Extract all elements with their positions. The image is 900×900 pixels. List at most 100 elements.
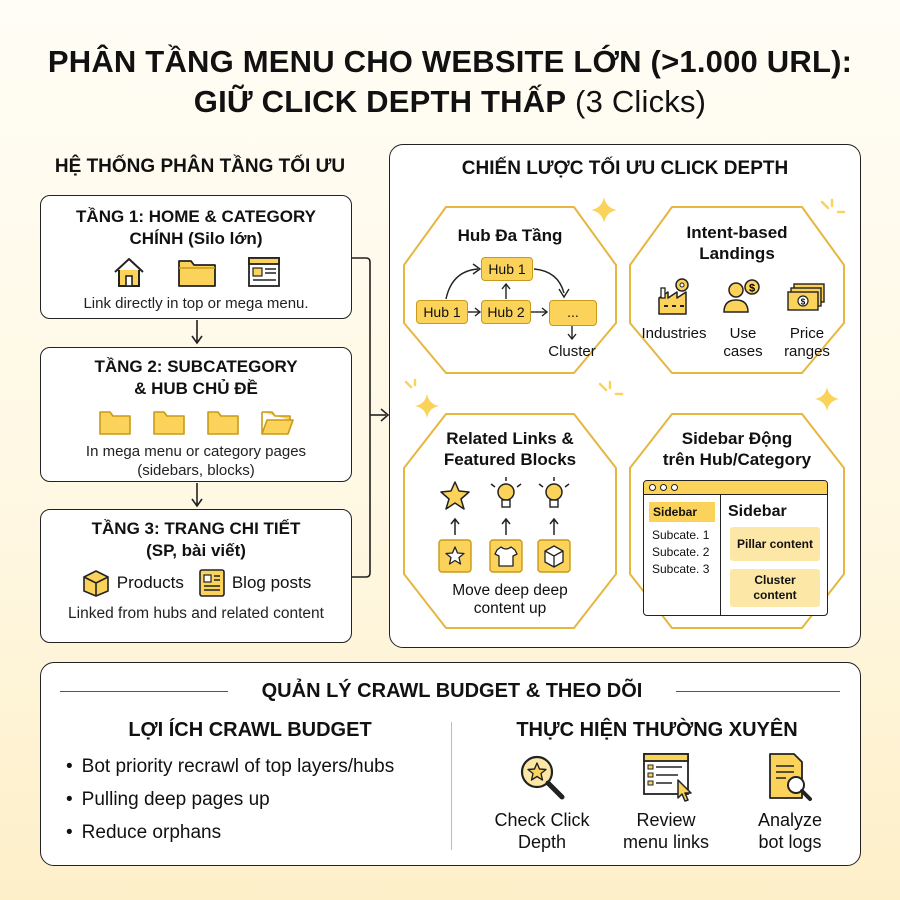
star-tile-icon bbox=[438, 539, 472, 573]
subcategory-item: Subcate. 1 bbox=[652, 528, 710, 542]
money-stack-icon: $ bbox=[787, 283, 825, 311]
sparkle-lines-icon bbox=[820, 198, 846, 214]
title-line-1: PHÂN TẦNG MENU CHO WEBSITE LỚN (>1.000 U… bbox=[47, 44, 853, 79]
sparkle-lines-icon bbox=[598, 380, 624, 396]
folder-icon bbox=[207, 411, 239, 435]
price-ranges-label: Price ranges bbox=[772, 325, 842, 361]
blog-posts-label: Blog posts bbox=[231, 573, 312, 592]
folder-icon bbox=[99, 411, 131, 435]
folder-icon bbox=[153, 411, 185, 435]
up-arrows bbox=[450, 517, 559, 535]
sparkle-icon bbox=[591, 197, 617, 223]
industries-label: Industries bbox=[641, 325, 707, 342]
sidebar-column: Sidebar Subcate. 1 Subcate. 2 Subcate. 3 bbox=[644, 495, 721, 615]
factory-gear-icon bbox=[658, 278, 689, 315]
price-ranges-line2: ranges bbox=[784, 343, 830, 360]
sidebar-title: Sidebar Động trên Hub/Category bbox=[628, 428, 846, 470]
use-cases-line1: Use bbox=[729, 325, 757, 342]
use-cases-line2: cases bbox=[723, 343, 763, 360]
tier-3-title-line2: (SP, bài viết) bbox=[146, 541, 246, 560]
sidebar-title-line2: trên Hub/Category bbox=[662, 450, 812, 469]
browser-window-mock: Sidebar Subcate. 1 Subcate. 2 Subcate. 3… bbox=[643, 480, 828, 616]
subcategory-item: Subcate. 2 bbox=[652, 545, 710, 559]
cluster-content-block: Cluster content bbox=[730, 569, 820, 607]
log-search-icon bbox=[769, 753, 812, 801]
cluster-label: Cluster bbox=[548, 343, 596, 360]
page-layout-icon bbox=[248, 257, 280, 287]
benefit-item: Bot priority recrawl of top layers/hubs bbox=[66, 750, 395, 783]
price-ranges-line1: Price bbox=[789, 325, 825, 342]
action-check-click-depth: Check Click Depth bbox=[482, 809, 602, 853]
strategy-title: CHIẾN LƯỢC TỐI ƯU CLICK DEPTH bbox=[461, 158, 789, 179]
dynamic-sidebar-card: Sidebar Động trên Hub/Category Sidebar S… bbox=[628, 412, 846, 630]
sidebar-tab: Sidebar bbox=[649, 502, 715, 522]
lightbulb-icon bbox=[538, 477, 570, 508]
intent-landings-card: Intent-based Landings $ $ Industries Use… bbox=[628, 205, 846, 375]
open-folder-icon bbox=[261, 411, 294, 435]
tier-1-title-line1: TẦNG 1: HOME & CATEGORY bbox=[76, 207, 316, 226]
browser-titlebar bbox=[644, 481, 827, 495]
user-dollar-icon: $ bbox=[723, 279, 760, 313]
crawl-vertical-divider bbox=[451, 722, 452, 850]
arrow-down-1 bbox=[191, 320, 203, 345]
magnifier-star-icon bbox=[520, 755, 565, 800]
hub-multi-tier-card: Hub Đa Tầng Hub 1 Hub 1 Hub 2 ... Cluste… bbox=[402, 205, 618, 375]
blog-post-icon bbox=[199, 569, 225, 597]
action-label-line1: Review bbox=[636, 810, 696, 830]
folder-icon bbox=[178, 260, 216, 287]
related-title: Related Links & Featured Blocks bbox=[402, 428, 618, 470]
tier-2-desc-line2: (sidebars, blocks) bbox=[137, 462, 255, 479]
action-label-line1: Check Click bbox=[494, 810, 590, 830]
hub-node-more: ... bbox=[549, 300, 597, 326]
tier-2-title: TẦNG 2: SUBCATEGORY & HUB CHỦ ĐỀ bbox=[41, 356, 351, 400]
sparkle-icon bbox=[814, 386, 840, 412]
cluster-content-line2: content bbox=[753, 588, 797, 602]
svg-text:$: $ bbox=[749, 283, 755, 295]
related-desc-line1: Move deep deep bbox=[452, 582, 568, 599]
related-links-card: Related Links & Featured Blocks Move dee… bbox=[402, 412, 618, 630]
intent-title-line1: Intent-based bbox=[686, 223, 788, 242]
subcategory-item: Subcate. 3 bbox=[652, 562, 710, 576]
intent-title: Intent-based Landings bbox=[628, 222, 846, 264]
products-label: Products bbox=[116, 573, 184, 592]
hierarchy-title: HỆ THỐNG PHÂN TẦNG TỐI ƯU bbox=[54, 156, 346, 177]
title-line-2-bold: GIỮ CLICK DEPTH THẤP bbox=[193, 84, 567, 119]
routine-title: THỰC HIỆN THƯỜNG XUYÊN bbox=[516, 719, 798, 741]
lightbulb-icon bbox=[490, 477, 522, 508]
title-line-2-light: (3 Clicks) bbox=[566, 84, 707, 119]
crawl-title: QUẢN LÝ CRAWL BUDGET & THEO DÕI bbox=[261, 680, 643, 702]
related-title-line1: Related Links & bbox=[446, 429, 574, 448]
tier-3-description: Linked from hubs and related content bbox=[68, 605, 324, 622]
sidebar-subcategory-list: Subcate. 1 Subcate. 2 Subcate. 3 bbox=[652, 527, 720, 578]
sparkle-lines-icon bbox=[404, 378, 417, 389]
title-line-2: GIỮ CLICK DEPTH THẤP (3 Clicks) bbox=[0, 82, 900, 122]
action-review-menu-links: Review menu links bbox=[606, 809, 726, 853]
benefits-list: Bot priority recrawl of top layers/hubs … bbox=[66, 750, 395, 849]
action-analyze-bot-logs: Analyze bot logs bbox=[730, 809, 850, 853]
svg-text:$: $ bbox=[801, 298, 806, 307]
window-dot-icon bbox=[649, 484, 656, 491]
tier-3-title-line1: TẦNG 3: TRANG CHI TIẾT bbox=[91, 519, 301, 538]
sidebar-title-line1: Sidebar Động bbox=[681, 429, 793, 448]
use-cases-label: Use cases bbox=[708, 325, 778, 361]
intent-title-line2: Landings bbox=[699, 244, 775, 263]
action-label-line2: bot logs bbox=[758, 832, 822, 852]
product-box-icon bbox=[82, 570, 109, 597]
tier-2-title-line2: & HUB CHỦ ĐỀ bbox=[134, 379, 258, 398]
tier-2-desc-line1: In mega menu or category pages bbox=[85, 443, 307, 460]
home-icon bbox=[114, 258, 144, 287]
action-label-line2: Depth bbox=[517, 832, 567, 852]
cluster-content-line1: Cluster bbox=[754, 573, 796, 587]
tier-2-card: TẦNG 2: SUBCATEGORY & HUB CHỦ ĐỀ In mega… bbox=[40, 347, 352, 482]
crawl-divider-left bbox=[60, 691, 228, 692]
hub-node-top: Hub 1 bbox=[481, 257, 533, 281]
tshirt-tile-icon bbox=[489, 539, 523, 573]
tier-connector bbox=[352, 257, 390, 578]
hub-arrows bbox=[445, 263, 577, 341]
star-icon bbox=[440, 481, 470, 510]
sidebar-heading: Sidebar bbox=[728, 503, 787, 520]
action-label-line2: menu links bbox=[622, 832, 710, 852]
arrow-down-2 bbox=[191, 483, 203, 508]
pillar-content-block: Pillar content bbox=[730, 527, 820, 561]
tier-1-title: TẦNG 1: HOME & CATEGORY CHÍNH (Silo lớn) bbox=[41, 206, 351, 250]
